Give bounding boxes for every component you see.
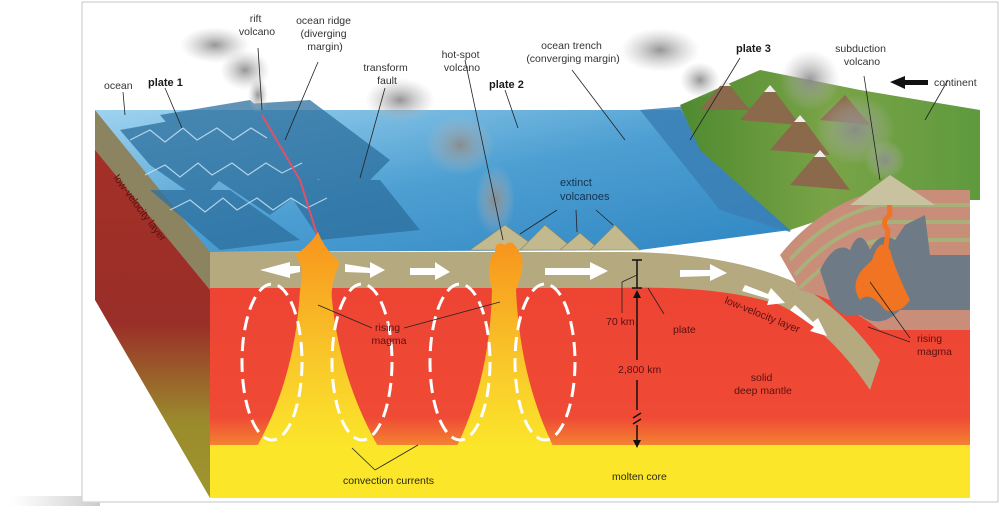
label-ocean-ridge-line2: (diverging: [300, 28, 346, 40]
canvas-shadow: [10, 496, 100, 506]
label-molten-core: molten core: [612, 471, 667, 483]
ridge-magma-plume: [255, 232, 380, 450]
depth-scale: [632, 259, 642, 445]
hotspot-magma-plume: [455, 242, 555, 450]
label-extinct-volcanoes-line2: volcanoes: [560, 191, 610, 203]
label-rising-magma-right: rising magma: [917, 333, 952, 358]
arrow-down-right-icon: [790, 305, 827, 336]
label-rising-magma-center-line1: rising: [375, 322, 400, 334]
leader-lines: [122, 47, 949, 471]
label-ocean-ridge-line1: ocean ridge: [296, 15, 351, 27]
label-depth-70km: 70 km: [606, 316, 635, 328]
depth-arrow-up-icon: [633, 290, 641, 298]
label-plate: plate: [673, 324, 696, 336]
label-rift-volcano: rift volcano: [239, 13, 275, 38]
label-plate-1: plate 1: [148, 77, 183, 89]
label-subduction-volcano: subduction volcano: [835, 43, 889, 68]
block-side-face: [95, 110, 210, 498]
label-transform-fault: transform fault: [363, 62, 410, 87]
label-solid-deep-mantle-line2: deep mantle: [734, 385, 792, 397]
label-rift-volcano-line2: volcano: [239, 26, 275, 38]
label-ocean-trench-line2: (converging margin): [526, 53, 619, 65]
label-continent: continent: [934, 77, 977, 89]
arrow-down-right-icon: [742, 285, 785, 305]
label-ocean-ridge: ocean ridge (diverging margin): [296, 15, 354, 53]
convection-loop: [330, 282, 394, 442]
label-rising-magma-right-line1: rising: [917, 333, 942, 345]
label-hotspot-volcano: hot-spot volcano: [442, 49, 483, 74]
subduction-magma: [855, 244, 910, 312]
label-subduction-volcano-line2: volcano: [844, 56, 880, 68]
label-solid-deep-mantle: solid deep mantle: [734, 372, 792, 397]
label-solid-deep-mantle-line1: solid: [751, 372, 773, 384]
label-convection-currents: convection currents: [343, 475, 434, 487]
subduction-volcano-cone: [850, 175, 935, 205]
convection-loops: [240, 282, 577, 442]
convection-loop: [428, 282, 492, 442]
plate-motion-arrows: [260, 262, 827, 336]
volcanic-smoke: [180, 27, 905, 235]
label-ocean-trench: ocean trench (converging margin): [526, 40, 619, 65]
label-hotspot-volcano-line1: hot-spot: [442, 49, 480, 61]
continent-direction-arrow-icon: [890, 76, 928, 89]
rift-line: [261, 114, 319, 239]
label-rift-volcano-line1: rift: [250, 13, 262, 25]
label-transform-fault-line2: fault: [377, 75, 397, 87]
molten-core-band: [210, 445, 970, 498]
convection-loop: [240, 282, 304, 442]
label-ocean: ocean: [104, 80, 133, 92]
arrow-right-icon: [545, 262, 608, 280]
arrow-right-icon: [345, 262, 385, 278]
label-extinct-volcanoes-line1: extinct: [560, 177, 592, 189]
label-transform-fault-line1: transform: [363, 62, 408, 74]
label-hotspot-volcano-line2: volcano: [444, 62, 480, 74]
arrow-left-icon: [260, 262, 300, 278]
ridge-crest-lines: [129, 127, 328, 213]
subduction-conduit: [882, 179, 893, 256]
extinct-volcano-cones: [469, 224, 641, 251]
ocean-ridge-texture: [120, 100, 420, 250]
label-rising-magma-right-line2: magma: [917, 346, 952, 358]
label-plate-3: plate 3: [736, 43, 771, 55]
label-rising-magma-center-line2: magma: [371, 335, 406, 347]
label-ocean-ridge-line3: margin): [307, 41, 343, 53]
label-ocean-trench-line1: ocean trench: [541, 40, 602, 52]
arrow-right-icon: [410, 262, 450, 280]
label-depth-2800km: 2,800 km: [618, 364, 661, 376]
side-crust-band: [95, 110, 210, 290]
label-extinct-volcanoes: extinct volcanoes: [560, 177, 610, 203]
snow-caps: [720, 80, 826, 157]
label-rising-magma-center: rising magma: [371, 322, 406, 347]
label-subduction-volcano-line1: subduction: [835, 43, 886, 55]
convection-loop: [513, 282, 577, 442]
plate-band: [210, 252, 880, 390]
label-plate-2: plate 2: [489, 79, 524, 91]
depth-arrow-down-icon: [633, 440, 641, 448]
arrow-right-icon: [680, 264, 727, 281]
